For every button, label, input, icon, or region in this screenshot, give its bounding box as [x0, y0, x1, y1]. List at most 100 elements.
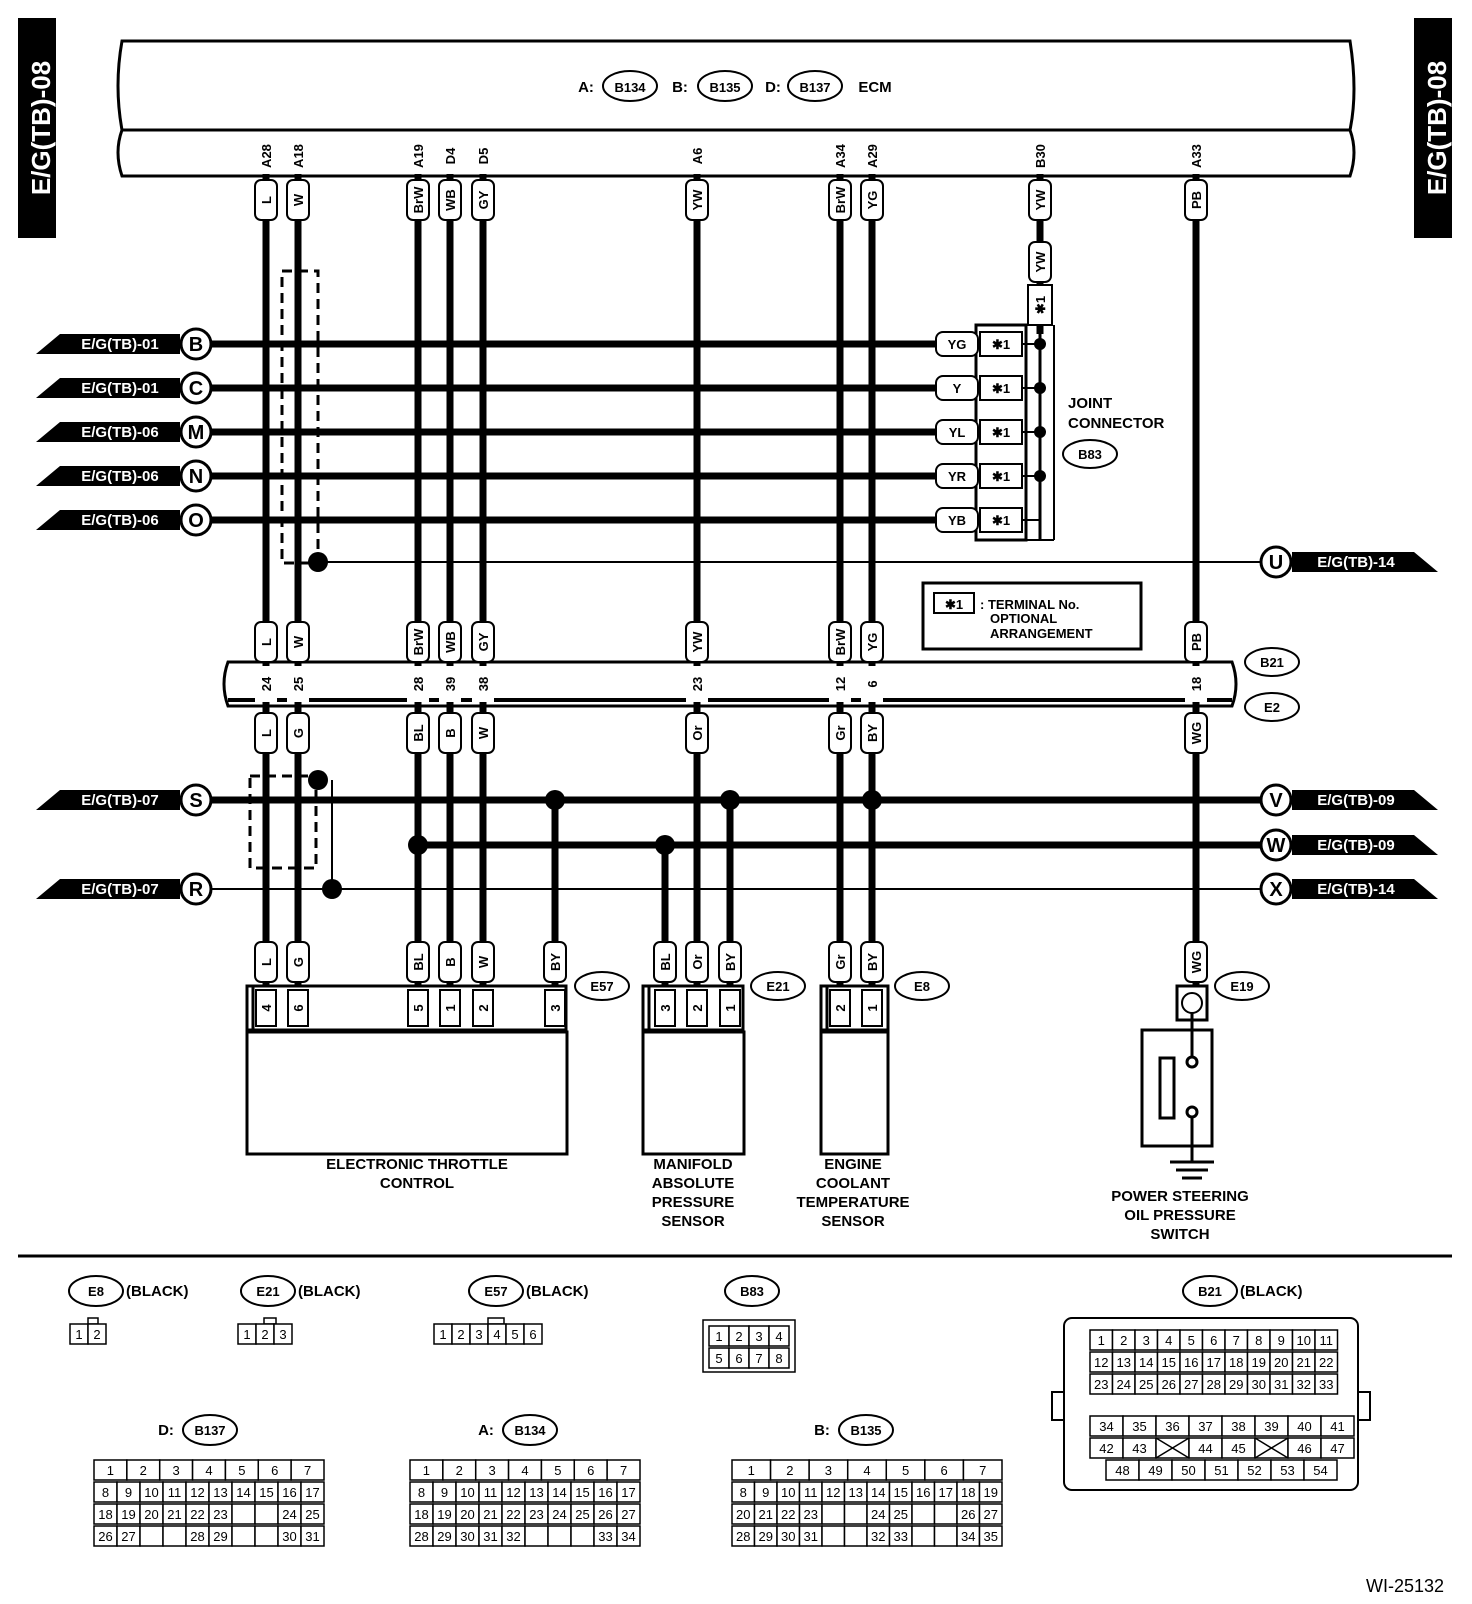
view-b21-top-2-pin-9: 32: [1297, 1377, 1311, 1392]
device-pin-8: 1: [723, 1004, 738, 1011]
e8-name2: COOLANT: [816, 1175, 890, 1192]
view-b137-r2-pin-2: 20: [144, 1507, 158, 1522]
b21-color-A19-box: [406, 621, 430, 663]
view-b21-top-0-pin-4: 5: [1188, 1333, 1195, 1348]
view-b135-r3-pin-6: 32: [871, 1529, 885, 1544]
view-b137-r1-pin-3: 11: [168, 1485, 182, 1500]
view-b135-r3-cell-8: [911, 1525, 936, 1547]
ecm-color-A34-box: [828, 179, 852, 221]
b21-color-A29: YG: [865, 633, 880, 652]
joint-color-2: YL: [949, 425, 966, 440]
view-b21-bot-2-pin-0: 48: [1115, 1463, 1129, 1478]
view-b135-r1-pin-11: 19: [984, 1485, 998, 1500]
device-pin-5: 3: [548, 1004, 563, 1011]
view-b135-r1-pin-7: 15: [894, 1485, 908, 1500]
view-b137-r1-pin-2: 10: [144, 1485, 158, 1500]
view-b137-r3-cell-7: [254, 1525, 279, 1547]
e19-id: E19: [1230, 979, 1253, 994]
view-b137-r2-pin-9: 25: [305, 1507, 319, 1522]
view-e8-cell-1: [87, 1323, 107, 1345]
view-b83-r2-pin-2: 7: [755, 1351, 762, 1366]
joint-star-0: ✱1: [992, 337, 1010, 352]
view-b134-r2-pin-5: 23: [529, 1507, 543, 1522]
view-b137-r2-cell-6: [231, 1503, 256, 1525]
view-b137-r2-pin-8: 24: [282, 1507, 296, 1522]
device-pin-2: 5: [411, 1004, 426, 1011]
device-pin-10: 1: [865, 1004, 880, 1011]
view-b137-r1-pin-6: 14: [236, 1485, 250, 1500]
e8-id: E8: [914, 979, 930, 994]
device-color-3-box: [438, 941, 462, 983]
device-color-3: B: [443, 957, 458, 966]
view-b137-r3-pin-5: 29: [213, 1529, 227, 1544]
ecm-pin-A28: A28: [259, 144, 274, 168]
splice-dot-1: [655, 835, 675, 855]
device-color-e19: WG: [1189, 951, 1204, 973]
view-b135-r3-cell-5: [843, 1525, 868, 1547]
device-color-5: BY: [548, 953, 563, 971]
offpage-ref-V: E/G(TB)-09: [1317, 792, 1395, 809]
view-b83-id-ring: [724, 1275, 780, 1307]
view-b137-r3-pin-9: 31: [305, 1529, 319, 1544]
wires-layer: A28LL24LA18WW25GA19BrWBrW28BLD4WBWB39BD5…: [210, 138, 1262, 1032]
e21-name1: MANIFOLD: [653, 1156, 732, 1173]
ecm-color-A33: PB: [1189, 191, 1204, 209]
view-b21-bot-2-pin-6: 54: [1313, 1463, 1327, 1478]
view-b21-top-0-cell-10: [1314, 1329, 1339, 1351]
view-b134-r2-pin-2: 20: [460, 1507, 474, 1522]
device-color-1: G: [291, 957, 306, 967]
e2-color-D5: W: [476, 726, 491, 739]
device-color-4-box: [471, 941, 495, 983]
offpage-ring-W: [1259, 828, 1293, 862]
ecm-conn-b-prefix: B:: [672, 79, 688, 96]
view-b83-r1-pin-1: 2: [735, 1329, 742, 1344]
b21-color-A33-box: [1184, 621, 1208, 663]
e21-name2: ABSOLUTE: [652, 1175, 735, 1192]
view-b137-r1-cell-9: [300, 1481, 325, 1503]
joint-color-box-1: [935, 375, 979, 401]
joint-arrow-0: [36, 334, 180, 354]
e57-id: E57: [590, 979, 613, 994]
e21-id: E21: [766, 979, 789, 994]
view-e8-id-ring: [68, 1275, 124, 1307]
device-e8: E8 ENGINE COOLANT TEMPERATURE SENSOR: [796, 971, 950, 1230]
view-b134-r0-pin-4: 5: [554, 1463, 561, 1478]
view-b21-blank-b-1-2: [1155, 1437, 1190, 1459]
view-b21-id-ring: [1182, 1275, 1238, 1307]
e21-name3: PRESSURE: [652, 1194, 735, 1211]
view-b134-r0-cell-6: [606, 1459, 641, 1481]
b21-pin-28-bg: [407, 666, 429, 702]
ecm-color-D4-box: [438, 179, 462, 221]
view-b135-r2-pin-7: 25: [894, 1507, 908, 1522]
view-e21-pin-1: 2: [261, 1327, 268, 1342]
joint-color-box-2: [935, 419, 979, 445]
view-b134-r3-cell-6: [547, 1525, 572, 1547]
view-b137-r2-pin-3: 21: [167, 1507, 181, 1522]
b21-pin-28: 28: [411, 677, 426, 691]
view-b135-r2-cell-11: [978, 1503, 1003, 1525]
view-b21-bot-0-pin-0: 34: [1099, 1419, 1113, 1434]
ecm-color-D5: GY: [476, 190, 491, 209]
view-b21-top-0-pin-6: 7: [1233, 1333, 1240, 1348]
view-b137-id-ring: [182, 1414, 238, 1446]
device-pin-box-0: [255, 989, 277, 1027]
view-e57-id: E57: [484, 1284, 507, 1299]
view-b21-top-0-pin-9: 10: [1297, 1333, 1311, 1348]
view-b137-r2-pin-4: 22: [190, 1507, 204, 1522]
view-e21-pin-2: 3: [279, 1327, 286, 1342]
view-b134-r1-pin-2: 10: [460, 1485, 474, 1500]
joint-color-0: YG: [948, 337, 967, 352]
view-b135-r3-pin-2: 30: [781, 1529, 795, 1544]
device-color-7-box: [685, 941, 709, 983]
view-b134-r1-pin-9: 17: [621, 1485, 635, 1500]
view-b135-r0-cell-6: [962, 1459, 1003, 1481]
view-b83-r2-pin-1: 6: [735, 1351, 742, 1366]
view-b21-ear-right: [1357, 1391, 1371, 1421]
offpage-ring-U: [1259, 545, 1293, 579]
offpage-ref-R: E/G(TB)-07: [81, 881, 159, 898]
note-line2: OPTIONAL: [990, 611, 1057, 626]
view-b134-r0-pin-1: 2: [456, 1463, 463, 1478]
view-b137-r0-pin-6: 7: [304, 1463, 311, 1478]
offpage-ref-S: E/G(TB)-07: [81, 792, 159, 809]
joint-ref-0: E/G(TB)-01: [81, 336, 159, 353]
